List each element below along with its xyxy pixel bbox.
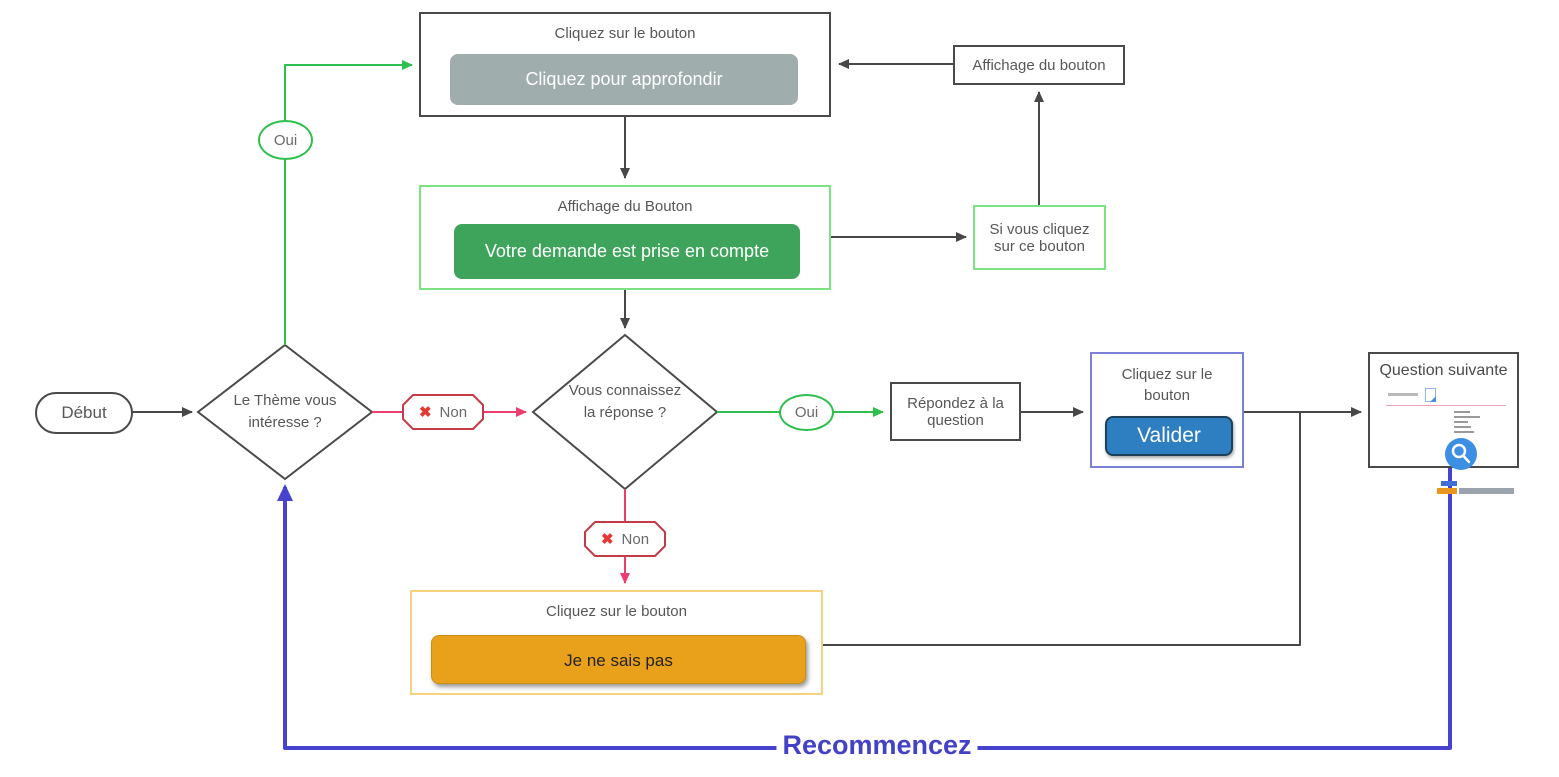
request-confirmed-button[interactable]: Votre demande est prise en compte: [454, 224, 800, 279]
edge-label-non-theme: ✖ Non: [402, 394, 484, 430]
decision-theme-label: Le Thème vous intéresse ?: [233, 392, 337, 431]
magnifier-icon[interactable]: [1444, 437, 1478, 471]
mini-question-text: [1388, 393, 1418, 396]
non-octagon-shape: [584, 521, 666, 557]
non-label: Non: [439, 403, 468, 421]
edge-dontknow-to-next: [822, 413, 1301, 646]
validate-box: Cliquez sur le bouton Valider: [1090, 352, 1244, 468]
if-click-label: Si vous cliquez sur ce bouton: [989, 220, 1090, 255]
mini-chip-blue: [1441, 481, 1457, 486]
request-confirmed-title: Affichage du Bouton: [557, 198, 693, 215]
edge-label-oui-answer: Oui: [779, 394, 834, 431]
x-icon: ✖: [418, 403, 432, 421]
dont-know-box: Cliquez sur le bouton Je ne sais pas: [410, 590, 823, 695]
display-button-box: Affichage du bouton: [953, 45, 1125, 85]
dont-know-title: Cliquez sur le bouton: [546, 603, 687, 620]
restart-label: Recommencez: [776, 730, 978, 761]
edge-theme-yes-to-topbox: [284, 60, 413, 345]
if-click-box: Si vous cliquez sur ce bouton: [973, 205, 1106, 270]
mini-chip-orange: [1437, 488, 1457, 494]
mini-list-item: [1454, 416, 1480, 418]
non-octagon-shape: [402, 394, 484, 430]
document-icon: [1425, 388, 1436, 402]
start-label: Début: [61, 403, 107, 422]
edge-label-non-answer: ✖ Non: [584, 521, 666, 557]
decision-answer-label: Vous connaissez la réponse ?: [568, 382, 682, 421]
validate-title: Cliquez sur le bouton: [1121, 366, 1213, 404]
x-icon: ✖: [600, 530, 614, 548]
mini-list-item: [1454, 426, 1471, 428]
mini-progress-bar: [1459, 488, 1514, 494]
next-question-title: Question suivante: [1379, 362, 1508, 379]
display-button-label: Affichage du bouton: [972, 56, 1106, 74]
mini-list-item: [1454, 411, 1470, 413]
topic-deepen-title: Cliquez sur le bouton: [554, 25, 696, 42]
dont-know-button[interactable]: Je ne sais pas: [431, 635, 806, 684]
topic-deepen-box: Cliquez sur le bouton Cliquez pour appro…: [419, 12, 831, 117]
edge-label-oui-theme: Oui: [258, 120, 313, 160]
request-confirmed-box: Affichage du Bouton Votre demande est pr…: [419, 185, 831, 290]
mini-screenshot: [1370, 382, 1521, 494]
answer-question-label: Répondez à la question: [907, 394, 1004, 429]
non-label: Non: [621, 530, 650, 548]
mini-list-item: [1454, 421, 1468, 423]
answer-question-box: Répondez à la question: [890, 382, 1021, 441]
next-question-box: Question suivante: [1368, 352, 1521, 494]
mini-divider: [1386, 405, 1506, 406]
deepen-button[interactable]: Cliquez pour approfondir: [450, 54, 798, 105]
validate-button[interactable]: Valider: [1105, 416, 1233, 456]
mini-list-item: [1454, 431, 1474, 433]
start-node: Début: [35, 392, 133, 434]
decision-theme-shape: [196, 343, 374, 481]
